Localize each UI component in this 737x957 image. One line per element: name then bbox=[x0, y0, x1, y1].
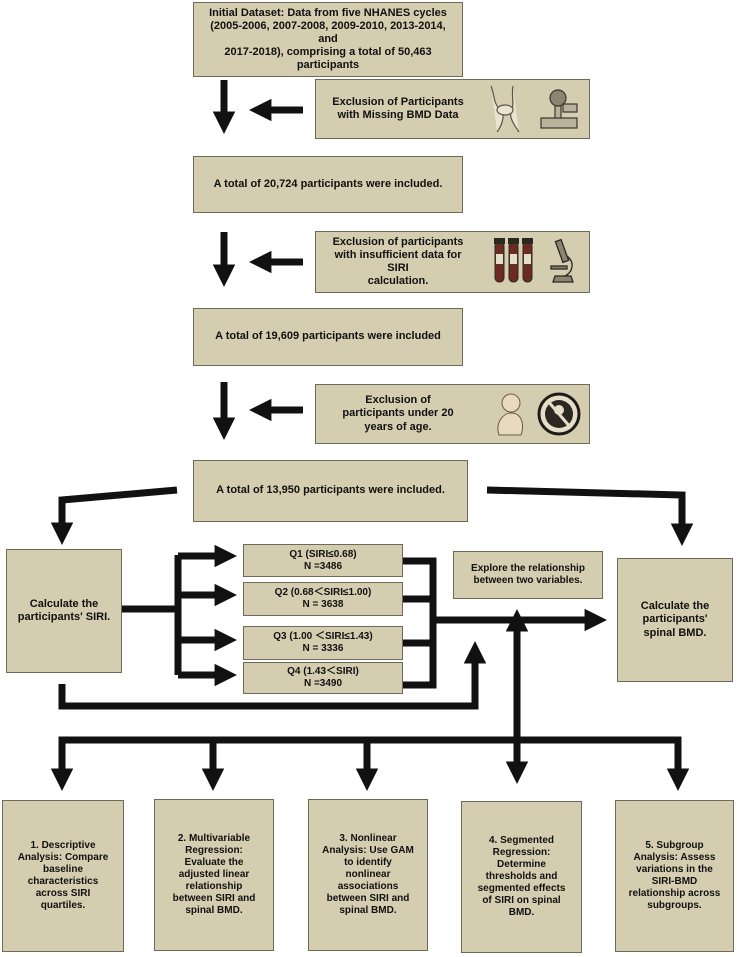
included-box-2: A total of 19,609 participants were incl… bbox=[193, 308, 463, 366]
analysis-box-5: 5. Subgroup Analysis: Assess variations … bbox=[615, 800, 734, 952]
analysis5-line-6: subgroups. bbox=[647, 900, 702, 911]
analysis5-line-1: 5. Subgroup bbox=[645, 840, 704, 851]
included-text-3: A total of 13,950 participants were incl… bbox=[216, 484, 445, 497]
q2-label: Q2 (0.68＜SIRI≤1.00) bbox=[274, 587, 372, 598]
explore-line-1: Explore the relationship bbox=[471, 563, 585, 574]
analysis3-line-5: associations bbox=[337, 881, 399, 892]
arrow-siri-loop bbox=[58, 641, 487, 710]
analysis3-line-6: between SIRI and bbox=[326, 893, 410, 904]
q1-label: Q1 (SIRI≤0.68) bbox=[289, 548, 357, 560]
explore-relationship-box: Explore the relationship between two var… bbox=[453, 551, 603, 599]
initial-line-4: participants bbox=[296, 59, 360, 72]
siri-line-2: participants' SIRI. bbox=[17, 611, 111, 623]
q4-label: Q4 (1.43＜SIRI) bbox=[287, 666, 359, 677]
bmd-line-2: participants' bbox=[642, 613, 708, 626]
exclusion-box-2: Exclusion of participants with insuffici… bbox=[315, 231, 590, 293]
analysis1-line-4: characteristics bbox=[27, 876, 99, 887]
analysis4-line-3: Determine bbox=[497, 859, 546, 870]
excl1-line-1: Exclusion of Participants bbox=[332, 95, 464, 108]
q2-count: N = 3638 bbox=[302, 599, 344, 610]
analysis3-line-4: nonlinear bbox=[345, 869, 391, 880]
q3-label: Q3 (1.00 ＜SIRI≤1.43) bbox=[273, 631, 373, 642]
knee-joint-icon bbox=[490, 85, 520, 133]
excl3-line-1: Exclusion of bbox=[365, 394, 431, 407]
calculate-siri-box: Calculate the participants' SIRI. bbox=[6, 549, 122, 673]
analysis1-line-1: 1. Descriptive bbox=[30, 840, 96, 851]
analysis5-line-5: relationship across bbox=[628, 888, 721, 899]
analysis4-line-7: BMD. bbox=[508, 907, 535, 918]
analysis2-line-1: 2. Multivariable bbox=[177, 833, 251, 844]
exclusion-box-1: Exclusion of Participants with Missing B… bbox=[315, 79, 590, 139]
analysis4-line-1: 4. Segmented bbox=[488, 835, 555, 846]
analysis1-line-2: Analysis: Compare bbox=[17, 852, 109, 863]
initial-line-1: Initial Dataset: Data from five NHANES c… bbox=[209, 6, 447, 19]
blood-tube-icon bbox=[494, 238, 533, 283]
initial-line-3: 2017-2018), comprising a total of 50,463 bbox=[224, 46, 432, 59]
analysis-box-4: 4. Segmented Regression: Determine thres… bbox=[461, 801, 582, 953]
explore-line-2: between two variables. bbox=[473, 575, 583, 586]
analysis3-line-1: 3. Nonlinear bbox=[339, 833, 397, 844]
excl3-line-2: participants under 20 bbox=[342, 407, 454, 420]
quartile-bracket-right bbox=[403, 557, 437, 689]
analysis5-line-2: Analysis: Assess bbox=[633, 852, 716, 863]
included-box-3: A total of 13,950 participants were incl… bbox=[193, 460, 468, 522]
analysis3-line-2: Analysis: Use GAM bbox=[322, 845, 414, 856]
bmd-line-3: spinal BMD. bbox=[643, 626, 707, 639]
analysis4-line-5: segmented effects bbox=[477, 883, 566, 894]
analysis2-line-2: Regression: bbox=[185, 845, 243, 856]
analysis1-line-5: across SIRI bbox=[35, 888, 91, 899]
quartile-box-q3: Q3 (1.00 ＜SIRI≤1.43) N = 3336 bbox=[243, 626, 403, 660]
analysis4-line-4: thresholds and bbox=[485, 871, 558, 882]
analysis5-line-3: variations in the bbox=[636, 864, 713, 875]
excl3-line-3: years of age. bbox=[364, 420, 432, 433]
included-text-2: A total of 19,609 participants were incl… bbox=[215, 330, 441, 343]
analysis2-line-7: spinal BMD. bbox=[185, 905, 243, 916]
q3-count: N = 3336 bbox=[302, 643, 344, 654]
analysis1-line-3: baseline bbox=[42, 864, 84, 875]
analysis5-line-4: SIRI-BMD bbox=[651, 876, 698, 887]
siri-line-1: Calculate the bbox=[29, 597, 99, 610]
excl2-line-2: with insufficient data for SIRI bbox=[334, 248, 462, 274]
analysis4-line-6: of SIRI on spinal bbox=[482, 895, 561, 906]
analysis3-line-7: spinal BMD. bbox=[339, 905, 397, 916]
analysis-box-1: 1. Descriptive Analysis: Compare baselin… bbox=[2, 800, 124, 952]
arrow-to-bmd bbox=[486, 486, 694, 546]
no-children-icon bbox=[537, 392, 581, 436]
quartile-box-q1: Q1 (SIRI≤0.68) N =3486 bbox=[243, 544, 403, 577]
exclusion-box-3: Exclusion of participants under 20 years… bbox=[315, 384, 590, 444]
analysis1-line-6: quartiles. bbox=[40, 900, 86, 911]
bone-densitometer-icon bbox=[540, 89, 578, 129]
analysis2-line-6: between SIRI and bbox=[172, 893, 256, 904]
analysis2-line-3: Evaluate the bbox=[184, 857, 244, 868]
initial-line-2: (2005-2006, 2007-2008, 2009-2010, 2013-2… bbox=[210, 19, 446, 45]
excl1-line-2: with Missing BMD Data bbox=[337, 109, 459, 121]
q4-count: N =3490 bbox=[303, 678, 343, 689]
q1-count: N =3486 bbox=[303, 560, 343, 572]
infant-icon bbox=[497, 393, 524, 436]
initial-dataset-box: Initial Dataset: Data from five NHANES c… bbox=[193, 2, 463, 77]
analysis2-line-4: adjusted linear bbox=[178, 869, 250, 880]
analysis-box-3: 3. Nonlinear Analysis: Use GAM to identi… bbox=[308, 799, 428, 951]
included-box-1: A total of 20,724 participants were incl… bbox=[193, 156, 463, 213]
analysis-box-2: 2. Multivariable Regression: Evaluate th… bbox=[154, 799, 274, 951]
microscope-icon bbox=[550, 238, 574, 283]
arrow-to-siri bbox=[50, 486, 178, 545]
excl2-line-3: calculation. bbox=[367, 275, 429, 288]
calculate-bmd-box: Calculate the participants' spinal BMD. bbox=[617, 558, 733, 682]
quartile-box-q2: Q2 (0.68＜SIRI≤1.00) N = 3638 bbox=[243, 582, 403, 616]
analysis3-line-3: to identify bbox=[344, 857, 392, 868]
quartile-box-q4: Q4 (1.43＜SIRI) N =3490 bbox=[243, 662, 403, 694]
analysis4-line-2: Regression: bbox=[492, 847, 551, 858]
excl2-line-1: Exclusion of participants bbox=[332, 235, 464, 248]
bmd-line-1: Calculate the bbox=[640, 600, 710, 613]
analysis2-line-5: relationship bbox=[185, 881, 243, 892]
included-text-1: A total of 20,724 participants were incl… bbox=[213, 177, 443, 190]
